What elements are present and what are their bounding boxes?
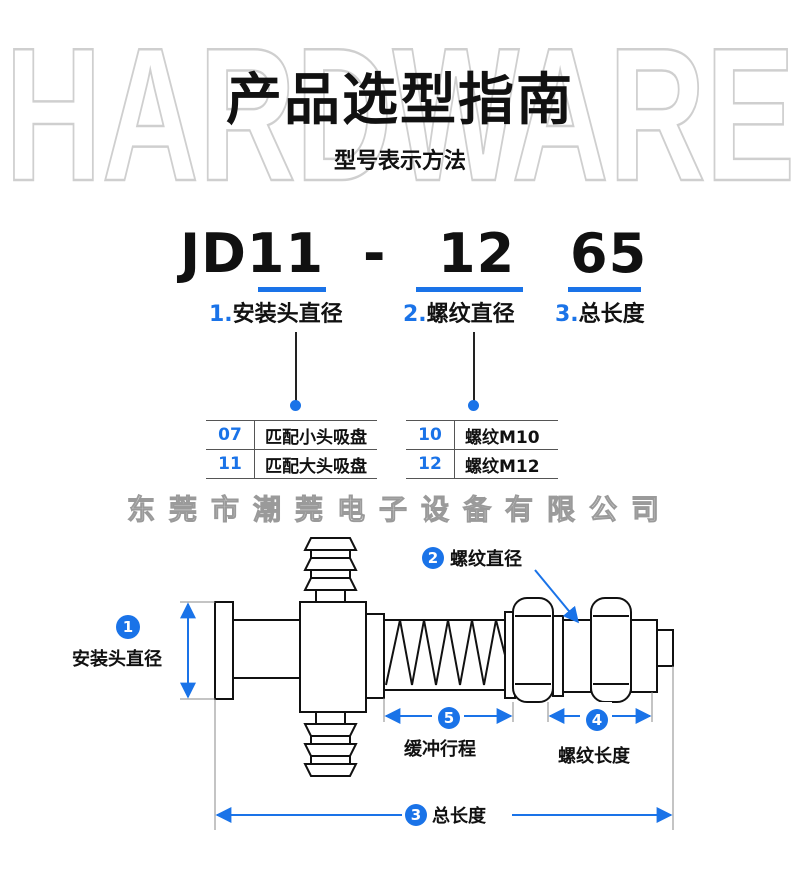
- badge-number: 5: [444, 709, 454, 727]
- product-dimension-diagram: 1 2 3 4 5 安装头直径 螺纹直径 总长度 螺纹长度 缓冲行程: [72, 537, 674, 831]
- option-desc: 匹配大头吸盘: [254, 449, 377, 479]
- background-word-text: HARDWARE: [5, 20, 795, 220]
- connector-line-2: [473, 332, 475, 402]
- option-code: 11: [206, 449, 255, 479]
- option-code: 10: [406, 420, 455, 450]
- underline-part1: [258, 287, 326, 292]
- option-desc: 螺纹M10: [454, 420, 558, 450]
- dimension-guide-lines: [180, 601, 674, 830]
- segment-number: 1.: [209, 302, 233, 327]
- label-thread-length: 螺纹长度: [558, 745, 631, 767]
- mount-head-options-table: 07 匹配小头吸盘 11 匹配大头吸盘: [206, 420, 377, 479]
- label-total-length: 总长度: [432, 805, 487, 827]
- option-code: 12: [406, 449, 455, 479]
- thread-options-table: 10 螺纹M10 12 螺纹M12: [406, 420, 558, 479]
- table-row: 12 螺纹M12: [406, 449, 558, 479]
- segment-label-mount-diameter: 1.安装头直径: [209, 296, 343, 328]
- model-code-part1: JD11: [180, 222, 325, 285]
- label-mount-diameter: 安装头直径: [72, 648, 162, 670]
- table-row: 10 螺纹M10: [406, 420, 558, 450]
- option-desc: 匹配小头吸盘: [254, 420, 377, 450]
- segment-number: 3.: [555, 302, 579, 327]
- model-code-part2: 12: [438, 222, 516, 285]
- option-desc: 螺纹M12: [454, 449, 558, 479]
- page-title: 产品选型指南: [226, 68, 574, 133]
- badge-number: 3: [411, 806, 421, 824]
- underline-part2: [416, 287, 523, 292]
- label-thread-diameter: 螺纹直径: [450, 548, 522, 570]
- segment-label-thread-diameter: 2.螺纹直径: [403, 296, 515, 328]
- segment-text: 总长度: [578, 302, 645, 327]
- part-outline: [214, 537, 674, 777]
- connector-line-1: [295, 332, 297, 402]
- table-row: 07 匹配小头吸盘: [206, 420, 377, 450]
- segment-number: 2.: [403, 302, 427, 327]
- spring-coil: [385, 619, 506, 686]
- badge-number: 1: [123, 618, 133, 636]
- table-row: 11 匹配大头吸盘: [206, 449, 377, 479]
- company-name-watermark: 东莞市潮莞电子设备有限公司: [126, 493, 673, 527]
- connector-dot-2: [468, 400, 479, 411]
- segment-text: 螺纹直径: [426, 302, 515, 327]
- model-code-dash: -: [363, 222, 387, 285]
- page-subtitle: 型号表示方法: [333, 149, 466, 174]
- connector-dot-1: [290, 400, 301, 411]
- segment-label-total-length: 3.总长度: [555, 296, 645, 328]
- dimension-number-badges: [116, 547, 608, 826]
- model-code-part3: 65: [570, 222, 648, 285]
- badge-number: 2: [428, 549, 438, 567]
- underline-part3: [568, 287, 641, 292]
- badge-number: 4: [592, 711, 602, 729]
- segment-text: 安装头直径: [232, 302, 343, 327]
- label-buffer-stroke: 缓冲行程: [404, 738, 476, 760]
- background-watermark-word: HARDWARE: [4, 20, 797, 220]
- option-code: 07: [206, 420, 255, 450]
